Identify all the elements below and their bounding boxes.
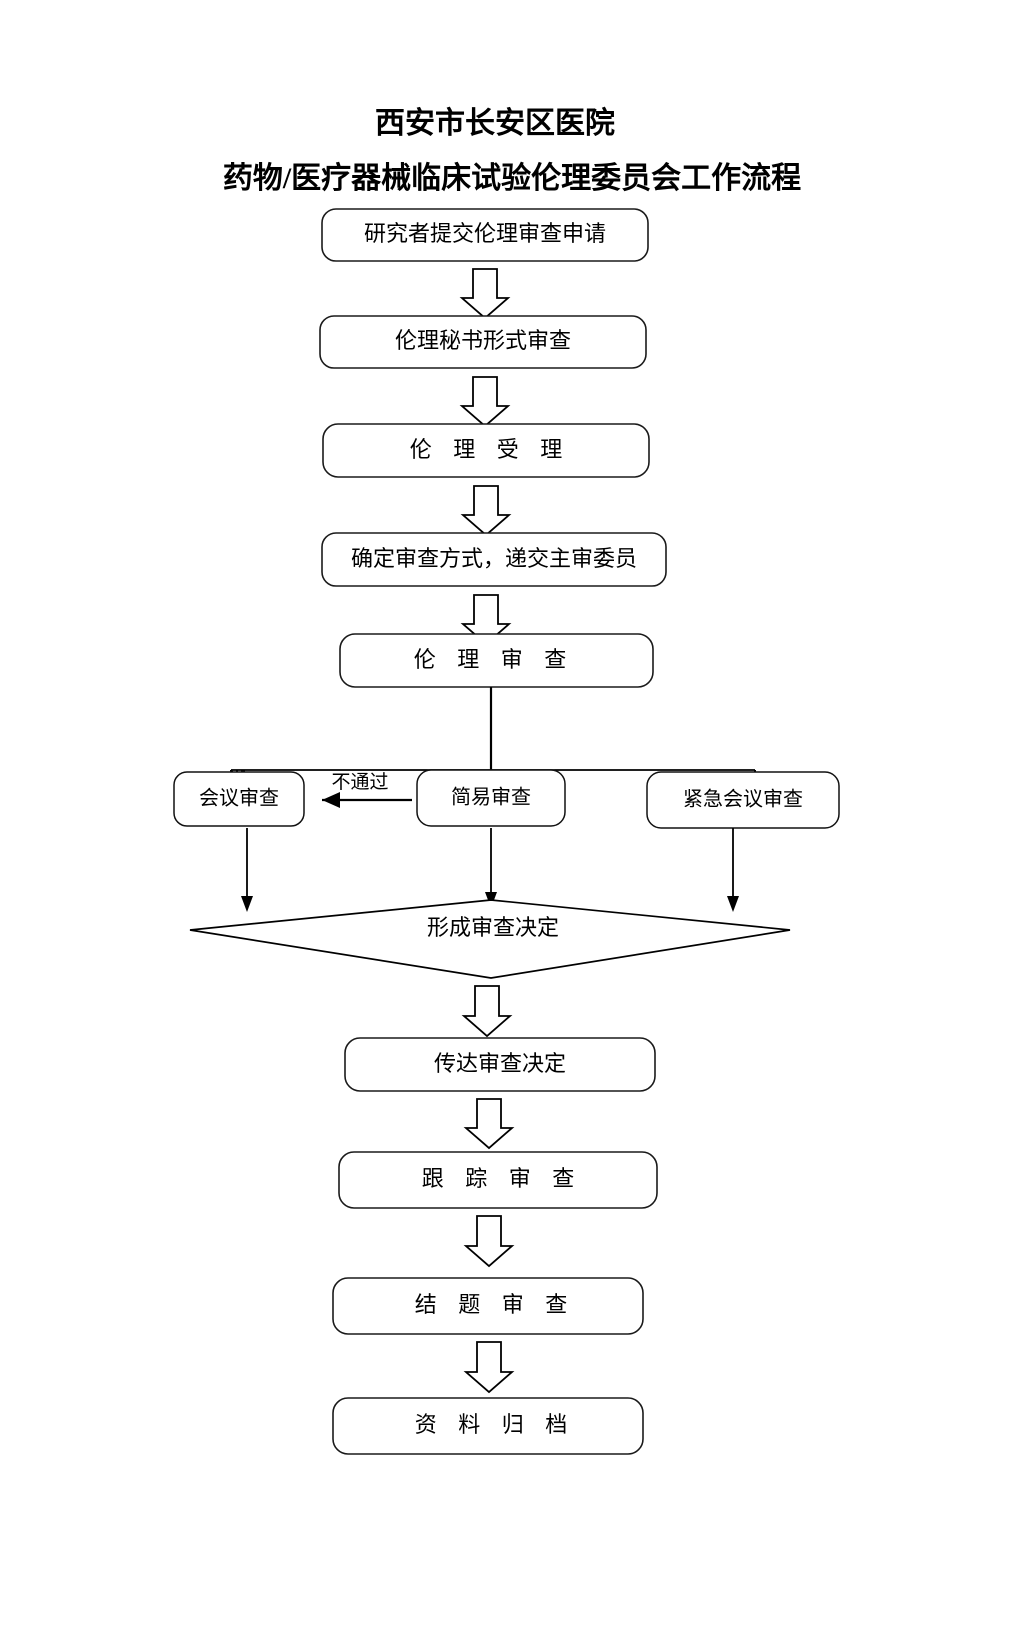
- node-accept-label: 伦 理 受 理: [410, 437, 571, 462]
- arrow-submit-to-secretary: [459, 268, 511, 320]
- node-secretary[interactable]: [319, 315, 647, 369]
- arrowhead-meeting-to-decision: [241, 896, 253, 912]
- node-accept[interactable]: [322, 423, 650, 478]
- node-completion-review-label: 结 题 审 查: [415, 1292, 576, 1317]
- node-form-decision[interactable]: [189, 899, 791, 979]
- node-convey-decision-label: 传达审查决定: [434, 1051, 566, 1076]
- arrowhead-urgent-to-decision: [727, 896, 739, 912]
- node-determine-label: 确定审查方式，递交主审委员: [351, 546, 637, 571]
- node-archive[interactable]: [332, 1397, 644, 1455]
- node-expedited-review[interactable]: [416, 769, 566, 827]
- node-secretary-label: 伦理秘书形式审查: [395, 328, 571, 353]
- node-review[interactable]: [339, 633, 654, 688]
- node-review-label: 伦 理 审 查: [414, 647, 575, 672]
- node-archive-label: 资 料 归 档: [415, 1412, 576, 1437]
- arrow-followup-to-completion: [463, 1215, 515, 1268]
- node-form-decision-label: 形成审查决定: [427, 915, 559, 940]
- page-title-line-1: 西安市长安区医院: [375, 106, 615, 140]
- node-determine[interactable]: [321, 532, 667, 587]
- arrow-accept-to-determine: [460, 485, 512, 537]
- node-followup-review[interactable]: [338, 1151, 658, 1209]
- arrow-decision-to-convey: [461, 985, 513, 1038]
- node-convey-decision[interactable]: [344, 1037, 656, 1092]
- arrow-completion-to-archive: [463, 1341, 515, 1394]
- node-meeting-review[interactable]: [173, 771, 305, 827]
- node-submit-label: 研究者提交伦理审查申请: [364, 221, 606, 246]
- node-followup-review-label: 跟 踪 审 查: [422, 1166, 583, 1191]
- arrow-convey-to-followup: [463, 1098, 515, 1150]
- page-title-line-2: 药物/医疗器械临床试验伦理委员会工作流程: [223, 161, 801, 195]
- node-urgent-meeting-review[interactable]: [646, 771, 840, 829]
- arrowhead-not-passed: [322, 792, 340, 808]
- node-urgent-meeting-review-label: 紧急会议审查: [683, 788, 803, 811]
- node-meeting-review-label: 会议审查: [199, 787, 279, 810]
- node-submit[interactable]: [321, 208, 649, 262]
- node-completion-review[interactable]: [332, 1277, 644, 1335]
- node-expedited-review-label: 简易审查: [451, 786, 531, 809]
- arrow-secretary-to-accept: [459, 376, 511, 428]
- edge-label-not-passed: 不通过: [331, 771, 388, 793]
